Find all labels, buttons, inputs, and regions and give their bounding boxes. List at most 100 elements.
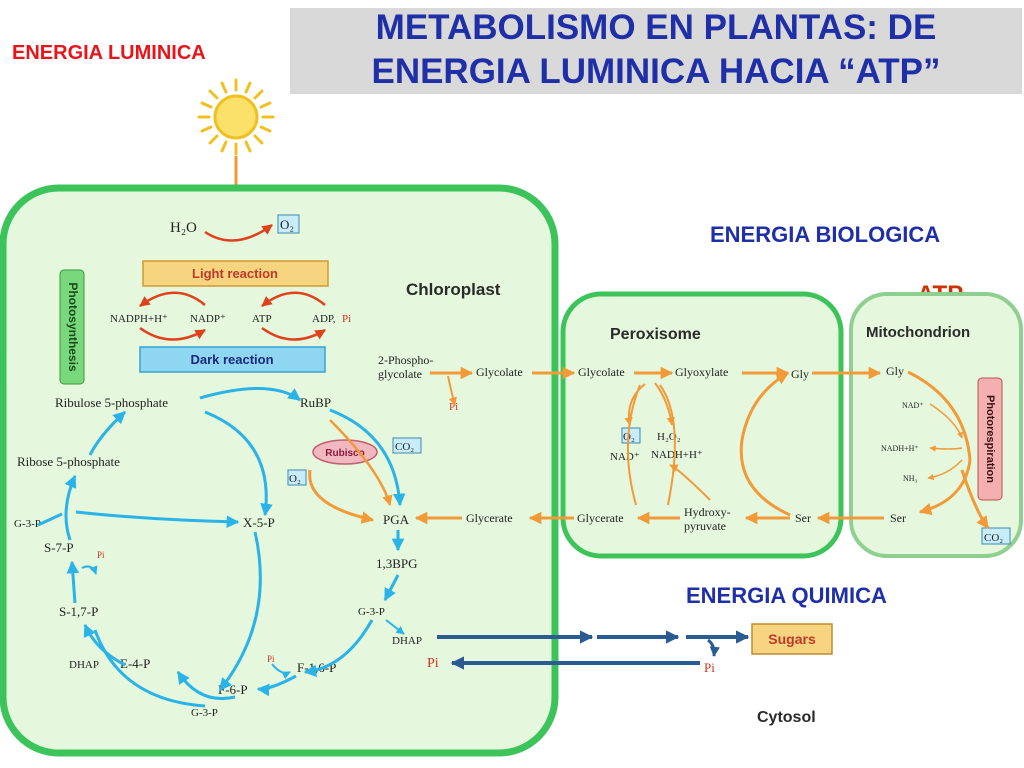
ser-mitochondrion-label: Ser bbox=[890, 511, 906, 525]
o2-peroxisome-box bbox=[621, 427, 641, 444]
pi-s7p-label: Pi bbox=[97, 550, 105, 560]
oxygenation-arrow bbox=[308, 469, 375, 524]
hydroxypyruvate-label-1: Hydroxy- bbox=[684, 505, 731, 519]
nadp-to-nadph-arrow bbox=[139, 291, 206, 308]
cytosol-label: Cytosol bbox=[757, 709, 816, 726]
e4p-label: E-4-P bbox=[120, 656, 150, 671]
glycolate-peroxisome-label: Glycolate bbox=[578, 365, 625, 379]
adp-to-atp-arrow bbox=[261, 291, 326, 307]
pga-label: PGA bbox=[383, 512, 410, 527]
mitochondrion-label: Mitochondrion bbox=[866, 324, 970, 341]
co2-mitochondrion-box bbox=[981, 527, 1011, 545]
nh3-arrow bbox=[927, 459, 963, 481]
h2o2-arrow bbox=[654, 382, 675, 426]
energia-quimica-label: ENERGIA QUIMICA bbox=[686, 583, 887, 608]
dhap-mid-label: DHAP bbox=[392, 635, 422, 647]
nadph-label: NADPH+H⁺ bbox=[110, 313, 168, 325]
pi-phospho-label: Pi bbox=[449, 401, 458, 413]
peroxisome-inner-arrow-left bbox=[626, 384, 641, 506]
water-split-arrow bbox=[204, 223, 273, 242]
photosynthesis-badge bbox=[59, 269, 85, 385]
rubp-carboxylation-arrow bbox=[329, 419, 393, 507]
o2-top-box bbox=[277, 214, 300, 234]
phosphoglycolate-label-1: 2-Phospho- bbox=[378, 353, 433, 367]
pi-f16p-label: Pi bbox=[267, 654, 275, 664]
ribose5p-label: Ribose 5-phosphate bbox=[17, 454, 120, 469]
gly-peroxisome-label: Gly bbox=[791, 367, 809, 381]
light-reaction-box bbox=[142, 260, 329, 287]
photorespiration-arrows bbox=[414, 366, 990, 530]
nadh-mit-arrow bbox=[929, 445, 963, 452]
peroxisome-inner-arrow-right bbox=[659, 384, 676, 506]
g3p-left-label: G-3-P bbox=[14, 518, 41, 530]
nh3-label: NH₃ bbox=[903, 474, 918, 483]
nad-mitochondrion-label: NAD⁺ bbox=[902, 401, 924, 410]
co2-rubisco-label: CO₂ bbox=[395, 441, 414, 453]
glycerate-peroxisome-label: Glycerate bbox=[577, 511, 624, 525]
photosynthesis-label: Photosynthesis bbox=[66, 282, 80, 372]
pi-f16p-arrow bbox=[271, 663, 291, 680]
nad-peroxisome-label: NAD⁺ bbox=[610, 451, 640, 463]
dark-reaction-box bbox=[139, 346, 326, 373]
glyoxylate-label: Glyoxylate bbox=[675, 365, 728, 379]
s7p-label: S-7-P bbox=[44, 540, 74, 555]
o2-rubisco-label: O₂ bbox=[289, 473, 301, 485]
dhap-left-label: DHAP bbox=[69, 659, 99, 671]
pi-cytosol-label: Pi bbox=[704, 660, 715, 675]
title-background bbox=[290, 8, 1022, 94]
sun-icon bbox=[197, 78, 275, 156]
bpg-label: 1,3BPG bbox=[376, 556, 418, 571]
co2-rubisco-box bbox=[392, 437, 422, 454]
nadp-label: NADP⁺ bbox=[190, 313, 226, 325]
ser-peroxisome-label: Ser bbox=[795, 511, 811, 525]
rubp-label: RuBP bbox=[300, 395, 331, 410]
pi-release-arrow bbox=[81, 565, 98, 575]
atp-to-adp-arrow bbox=[261, 326, 326, 341]
phosphoglycolate-label-2: glycolate bbox=[378, 367, 422, 381]
glycolate-chloroplast-label: Glycolate bbox=[476, 365, 523, 379]
peroxisome-label: Peroxisome bbox=[610, 326, 701, 343]
s17p-label: S-1,7-P bbox=[59, 604, 98, 619]
glycerate-chloroplast-label: Glycerate bbox=[466, 511, 513, 525]
h2o2-label: H₂O₂ bbox=[657, 431, 681, 443]
co2-mitochondrion-label: CO₂ bbox=[984, 532, 1003, 544]
energia-luminica-label: ENERGIA LUMINICA bbox=[12, 42, 206, 64]
g3p-bottom-label: G-3-P bbox=[191, 707, 218, 719]
h2o-label: H₂O bbox=[170, 220, 197, 236]
f16p-label: F-1,6-P bbox=[297, 660, 336, 675]
pi-left-label: Pi bbox=[427, 656, 439, 671]
chloroplast-label: Chloroplast bbox=[406, 280, 501, 299]
photorespiration-label: Photorespiration bbox=[984, 395, 996, 483]
nadh-peroxisome-label: NADH+H⁺ bbox=[651, 449, 703, 461]
x5p-label: X-5-P bbox=[243, 515, 275, 530]
title-line-2: ENERGIA LUMINICA HACIA “ATP” bbox=[371, 52, 941, 91]
dark-reaction-label: Dark reaction bbox=[190, 352, 273, 367]
photorespiration-badge bbox=[977, 377, 1003, 501]
g3p-mid-label: G-3-P bbox=[358, 606, 385, 618]
hydroxypyruvate-label-2: pyruvate bbox=[684, 519, 726, 533]
calvin-cycle-arrows bbox=[37, 386, 406, 708]
nad-mit-arrow bbox=[929, 403, 963, 439]
pi-adp-label: Pi bbox=[342, 313, 351, 325]
sugars-box bbox=[751, 623, 833, 655]
energia-biologica-label: ENERGIA BIOLOGICA bbox=[710, 222, 941, 247]
o2-rubisco-box bbox=[287, 469, 307, 486]
pi-phospho-arrow bbox=[447, 375, 457, 406]
rubisco-label: Rubisco bbox=[325, 448, 364, 459]
f6p-label: F-6-P bbox=[218, 682, 248, 697]
g3p-dhap-arrow bbox=[385, 619, 405, 635]
gly-mitochondrion-label: Gly bbox=[886, 364, 904, 378]
nadh-mitochondrion-label: NADH+H⁺ bbox=[881, 444, 919, 453]
page-title: METABOLISMO EN PLANTAS: DE ENERGIA LUMIN… bbox=[290, 6, 1022, 94]
sugar-export-arrows bbox=[437, 630, 750, 670]
light-reaction-label: Light reaction bbox=[192, 266, 278, 281]
title-line-1: METABOLISMO EN PLANTAS: DE bbox=[375, 8, 937, 47]
sugars-label: Sugars bbox=[768, 631, 816, 647]
atp-molecule-label: ATP bbox=[252, 313, 272, 325]
nadh-arrow bbox=[669, 464, 711, 501]
ribulose5p-label: Ribulose 5-phosphate bbox=[55, 395, 168, 410]
adp-label: ADP, bbox=[312, 313, 336, 325]
nadph-to-nadp-arrow bbox=[139, 326, 206, 341]
rubisco-enzyme bbox=[312, 439, 378, 465]
